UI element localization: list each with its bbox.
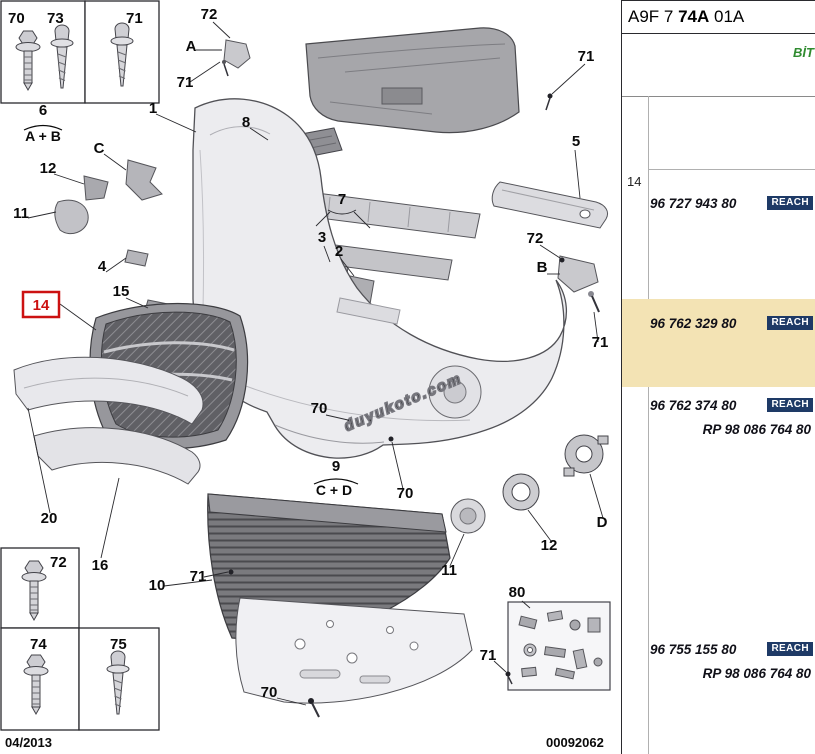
part-row[interactable]: 96 727 943 80 REACH bbox=[650, 193, 813, 213]
part-trim-20 bbox=[13, 356, 204, 425]
callout-c: C bbox=[94, 140, 105, 157]
legend-c-plus-d: C + D bbox=[316, 482, 352, 498]
callout-71: 71 bbox=[190, 568, 207, 585]
part-bumper-main bbox=[192, 98, 567, 459]
callout-70: 70 bbox=[311, 400, 328, 417]
part-number[interactable]: 96 755 155 80 bbox=[650, 641, 737, 657]
callout-80: 80 bbox=[509, 584, 526, 601]
footer-date: 04/2013 bbox=[5, 735, 52, 750]
callout-1: 1 bbox=[149, 100, 157, 117]
selected-row-highlight bbox=[622, 299, 815, 387]
callout-70: 70 bbox=[261, 684, 278, 701]
callout-71: 71 bbox=[177, 74, 194, 91]
part-fog-ring-12 bbox=[502, 473, 540, 511]
part-bracket-a bbox=[222, 39, 251, 77]
callout-72: 72 bbox=[50, 554, 67, 571]
fastener-box-75 bbox=[78, 627, 160, 731]
panel-divider bbox=[622, 96, 815, 97]
callout-3: 3 bbox=[318, 229, 326, 246]
rp-reference[interactable]: RP 98 086 764 80 bbox=[702, 666, 811, 681]
part-clip-4 bbox=[124, 249, 149, 267]
callout-2: 2 bbox=[335, 243, 343, 260]
callout-6: 6 bbox=[39, 102, 47, 119]
part-number[interactable]: 96 762 329 80 bbox=[650, 315, 737, 331]
reach-badge[interactable]: REACH bbox=[767, 316, 813, 330]
callout-11: 11 bbox=[441, 562, 457, 579]
row-divider bbox=[648, 169, 815, 170]
selected-callout-box bbox=[21, 290, 61, 319]
part-number[interactable]: 96 727 943 80 bbox=[650, 195, 737, 211]
part-row-selected[interactable]: 96 762 329 80 REACH bbox=[650, 313, 813, 333]
callout-8: 8 bbox=[242, 114, 250, 131]
callout-75: 75 bbox=[110, 636, 127, 653]
callout-72: 72 bbox=[201, 6, 218, 23]
reach-badge[interactable]: REACH bbox=[767, 398, 813, 412]
item-column-divider bbox=[648, 96, 649, 754]
leader-lines bbox=[27, 21, 604, 706]
callout-71: 71 bbox=[578, 48, 595, 65]
callout-71: 71 bbox=[126, 10, 143, 27]
catalog-code-prefix: A9F 7 bbox=[628, 7, 679, 26]
callout-11: 11 bbox=[13, 205, 29, 222]
part-bracket-c bbox=[125, 159, 163, 201]
callout-d: D bbox=[597, 514, 608, 531]
callout-b: B bbox=[537, 259, 548, 276]
fastener-box-71 bbox=[84, 0, 160, 104]
part-fog-bracket-d bbox=[563, 434, 609, 477]
fastener-box-70-73 bbox=[0, 0, 86, 104]
callout-74: 74 bbox=[30, 636, 47, 653]
callout-20: 20 bbox=[41, 510, 58, 527]
parts-list-panel: A9F 7 74A 01A BİT 14 96 727 943 80 REACH… bbox=[621, 0, 815, 754]
callout-71: 71 bbox=[592, 334, 609, 351]
legend-braces bbox=[23, 124, 359, 485]
catalog-code: A9F 7 74A 01A bbox=[622, 1, 815, 34]
callout-a: A bbox=[186, 38, 197, 55]
part-hardware-kit-80 bbox=[507, 601, 611, 691]
callout-12: 12 bbox=[541, 537, 558, 554]
callout-15: 15 bbox=[113, 283, 130, 300]
part-fog-bezel-11 bbox=[450, 498, 486, 534]
item-number: 14 bbox=[627, 174, 642, 189]
callout-4: 4 bbox=[98, 258, 107, 275]
diagram-image[interactable]: 70 73 71 72 A 71 1 8 71 5 72 B 71 6 A + … bbox=[0, 0, 622, 754]
callout-16: 16 bbox=[92, 557, 109, 574]
part-side-bracket-5 bbox=[491, 181, 609, 229]
callout-5: 5 bbox=[572, 133, 580, 150]
callout-9: 9 bbox=[332, 458, 340, 475]
part-row[interactable]: 96 762 374 80 REACH bbox=[650, 395, 813, 415]
part-bracket-12-left bbox=[83, 175, 109, 201]
reach-badge[interactable]: REACH bbox=[767, 196, 813, 210]
part-flap-11-left bbox=[54, 199, 89, 235]
callout-70: 70 bbox=[8, 10, 25, 27]
reach-badge[interactable]: REACH bbox=[767, 642, 813, 656]
part-number[interactable]: 96 762 374 80 bbox=[650, 397, 737, 413]
callout-73: 73 bbox=[47, 10, 64, 27]
part-trim-16 bbox=[33, 427, 201, 485]
callout-7: 7 bbox=[338, 191, 346, 208]
callout-71: 71 bbox=[480, 647, 497, 664]
callout-70: 70 bbox=[397, 485, 414, 502]
footer-doc-number: 00092062 bbox=[546, 735, 604, 750]
part-row[interactable]: 96 755 155 80 REACH bbox=[650, 639, 813, 659]
fastener-points bbox=[228, 93, 565, 718]
part-upper-cowl-panel bbox=[305, 27, 520, 134]
callout-72: 72 bbox=[527, 230, 544, 247]
callout-10: 10 bbox=[149, 577, 166, 594]
callout-12: 12 bbox=[40, 160, 57, 177]
corner-note: BİT bbox=[793, 45, 814, 60]
legend-a-plus-b: A + B bbox=[25, 128, 61, 144]
catalog-code-suffix: 01A bbox=[709, 7, 745, 26]
catalog-code-bold: 74A bbox=[678, 7, 710, 26]
fastener-box-72 bbox=[0, 547, 80, 629]
rp-reference[interactable]: RP 98 086 764 80 bbox=[702, 422, 811, 437]
callout-14-selected: 14 bbox=[33, 297, 50, 314]
